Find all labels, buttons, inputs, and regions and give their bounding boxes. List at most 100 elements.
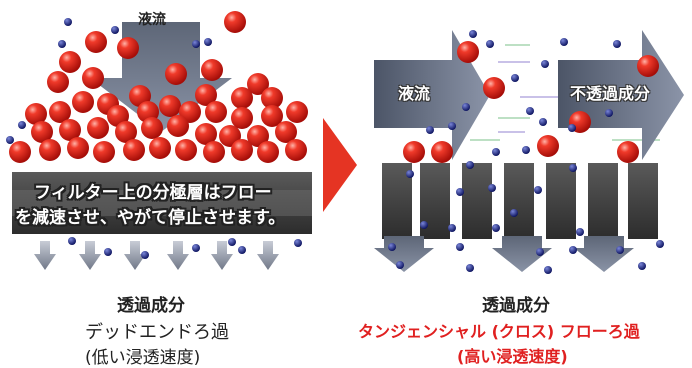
particle-large xyxy=(115,121,137,143)
particle-small xyxy=(511,74,519,82)
particle-large xyxy=(82,67,104,89)
particle-large xyxy=(403,141,425,163)
permeate-arrow-icon xyxy=(79,241,101,270)
right-method-title: タンジェンシャル (クロス) フローろ過 xyxy=(358,322,640,341)
polarization-note-line2: を減速させ、やがて停止させます。 xyxy=(15,208,286,228)
particle-large xyxy=(285,139,307,161)
particle-large xyxy=(257,141,279,163)
retained-particles-right xyxy=(403,41,659,163)
transition-triangle-icon xyxy=(323,118,357,212)
flow-arrow-right-1 xyxy=(374,30,490,160)
particle-large xyxy=(167,115,189,137)
membrane-segment xyxy=(588,163,618,239)
particle-small xyxy=(18,121,26,129)
permeate-arrows-right xyxy=(374,236,634,272)
particle-large xyxy=(203,141,225,163)
particle-large xyxy=(286,101,308,123)
permeate-arrow-icon xyxy=(257,241,279,270)
particle-small xyxy=(64,18,72,26)
particle-small xyxy=(294,239,302,247)
particle-small xyxy=(541,60,549,68)
particle-small xyxy=(388,243,396,251)
particle-small xyxy=(6,136,14,144)
left-method-subtitle: (低い浸透速度) xyxy=(85,348,201,368)
particle-small xyxy=(492,224,500,232)
right-flow-label: 液流 xyxy=(398,84,431,103)
particle-large xyxy=(224,11,246,33)
particle-small xyxy=(510,209,518,217)
particle-large xyxy=(31,121,53,143)
permeate-flow-arrow-icon xyxy=(574,236,634,272)
particle-small xyxy=(569,246,577,254)
permeate-flow-arrow-icon xyxy=(492,236,552,272)
particle-small xyxy=(526,107,534,115)
particle-small xyxy=(568,124,576,132)
particle-small xyxy=(656,240,664,248)
dead-end-panel xyxy=(6,11,312,270)
particle-large xyxy=(49,101,71,123)
particle-large xyxy=(59,119,81,141)
particle-small xyxy=(111,26,119,34)
membrane-segment xyxy=(546,163,576,239)
particle-large xyxy=(47,71,69,93)
particle-large xyxy=(537,135,559,157)
permeate-particles-right xyxy=(388,30,664,274)
permeate-flow-arrow-icon xyxy=(374,236,434,272)
particle-large xyxy=(149,137,171,159)
membrane-segment xyxy=(504,163,534,239)
particle-large xyxy=(59,51,81,73)
particle-large xyxy=(87,117,109,139)
permeate-arrow-icon xyxy=(34,241,56,270)
particle-small xyxy=(466,161,474,169)
particle-small xyxy=(141,251,149,259)
retentate-label: 不透過成分 xyxy=(570,84,651,103)
particle-large xyxy=(261,105,283,127)
particle-large xyxy=(637,55,659,77)
particle-large xyxy=(93,141,115,163)
particle-large xyxy=(9,141,31,163)
left-permeate-label: 透過成分 xyxy=(117,296,185,316)
particle-small xyxy=(544,266,552,274)
particle-large xyxy=(39,139,61,161)
polarization-note-line1: フィルター上の分極層はフロー xyxy=(34,183,272,203)
particle-large xyxy=(231,87,253,109)
left-method-title: デッドエンドろ過 xyxy=(85,322,229,343)
membrane-segment xyxy=(628,163,658,239)
particle-large xyxy=(72,91,94,113)
particle-small xyxy=(588,90,596,98)
particle-large xyxy=(483,77,505,99)
particle-large xyxy=(195,123,217,145)
particle-small xyxy=(560,38,568,46)
particle-small xyxy=(204,38,212,46)
particle-small xyxy=(488,184,496,192)
particle-small xyxy=(406,170,414,178)
particle-small xyxy=(396,261,404,269)
particle-large xyxy=(261,87,283,109)
particle-large xyxy=(141,117,163,139)
retained-particles xyxy=(9,11,308,163)
left-flow-label: 液流 xyxy=(138,12,166,28)
particle-small xyxy=(492,148,500,156)
particle-small xyxy=(456,243,464,251)
particle-large xyxy=(165,63,187,85)
permeate-arrow-icon xyxy=(167,241,189,270)
particle-large xyxy=(275,121,297,143)
right-method-subtitle: (高い浸透速度) xyxy=(457,347,568,366)
particle-small xyxy=(638,262,646,270)
particle-large xyxy=(195,84,217,106)
membrane-segment xyxy=(462,163,492,239)
particle-small xyxy=(539,118,547,126)
particle-large xyxy=(205,101,227,123)
particle-large xyxy=(247,125,269,147)
particle-small xyxy=(462,103,470,111)
particle-small xyxy=(616,246,624,254)
particle-large xyxy=(117,37,139,59)
particle-large xyxy=(175,139,197,161)
particle-small xyxy=(448,122,456,130)
particle-large xyxy=(25,103,47,125)
particle-small xyxy=(522,146,530,154)
particle-large xyxy=(231,139,253,161)
particle-small xyxy=(104,248,112,256)
particle-small xyxy=(605,109,613,117)
